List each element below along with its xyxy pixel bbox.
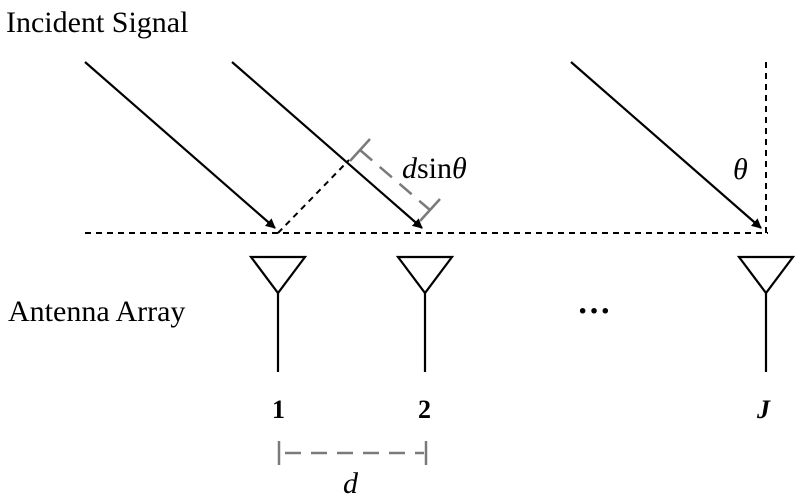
wavefront-line [277,159,350,234]
antenna-1-number: 1 [272,395,285,424]
incident-ray-1 [84,61,276,229]
antenna-j [736,255,796,372]
incident-ray-2 [231,61,423,229]
spacing-dimension [277,441,428,465]
incident-ray-j [570,61,762,229]
antenna-1 [248,255,308,372]
antenna-j-number: J [756,395,771,424]
angle-theta-label: θ [733,153,748,186]
antenna-array-label: Antenna Array [8,295,185,328]
path-difference-label: dsinθ [402,152,467,185]
spacing-d-label: d [343,467,359,500]
incident-signal-label: Incident Signal [6,6,188,39]
path-difference-dimension [349,138,441,222]
antenna-2 [395,255,455,372]
ellipsis: ··· [577,293,611,330]
antenna-2-number: 2 [418,395,431,424]
